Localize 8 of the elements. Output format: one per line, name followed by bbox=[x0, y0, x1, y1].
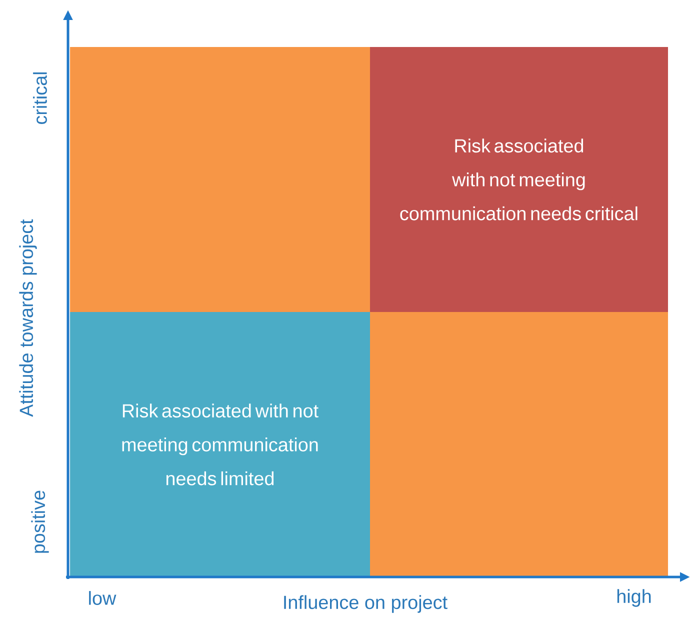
quadrant-box bbox=[370, 312, 668, 577]
quadrant-box: Risk associated with not meeting communication needs limited bbox=[70, 312, 370, 577]
axis-label: Attitude towards project bbox=[19, 219, 37, 417]
axis-label: Influence on project bbox=[284, 595, 448, 613]
axis-label: critical bbox=[33, 72, 47, 124]
quadrant-box: Risk associated with not meeting communication needs critical bbox=[370, 47, 668, 312]
quadrant-box bbox=[70, 47, 370, 312]
axis-label: positive bbox=[31, 490, 49, 553]
